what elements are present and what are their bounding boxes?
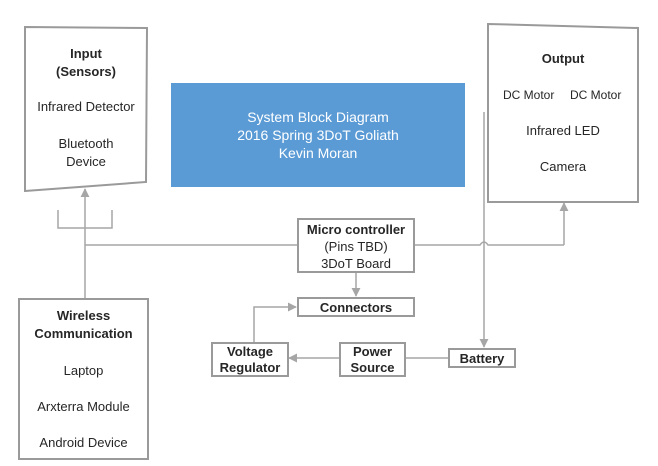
wireless-title-1: Wireless (56, 308, 111, 323)
power-line-1: Power (352, 344, 392, 359)
input-item-device: Device (66, 154, 106, 169)
wireless-item-laptop: Laptop (63, 363, 104, 378)
voltage-regulator-box: Voltage Regulator (211, 342, 289, 377)
battery-box: Battery (448, 348, 516, 368)
input-box-outline (24, 26, 148, 192)
connectors-label: Connectors (319, 300, 393, 315)
output-title: Output (541, 51, 585, 66)
output-infrared-led: Infrared LED (526, 123, 600, 138)
micro-pins: (Pins TBD) (324, 239, 388, 254)
output-box-outline (487, 23, 639, 203)
regulator-to-connectors-arrow (253, 302, 297, 342)
power-source-box: Power Source (339, 342, 406, 377)
output-motor-right: DC Motor (570, 88, 622, 102)
battery-label: Battery (459, 351, 505, 366)
micro-title: Micro controller (306, 222, 406, 237)
connectors-box: Connectors (297, 297, 415, 317)
title-block: System Block Diagram 2016 Spring 3DoT Go… (171, 83, 465, 187)
input-sensors-box: Input (Sensors) Infrared Detector Blueto… (24, 26, 148, 192)
power-line-2: Source (350, 360, 395, 375)
output-box: Output DC Motor DC Motor Infrared LED Ca… (487, 23, 639, 203)
wireless-communication-box: Wireless Communication Laptop Arxterra M… (18, 298, 149, 460)
bus-right-line (415, 241, 564, 246)
voltage-line-2: Regulator (219, 360, 281, 375)
micro-board: 3DoT Board (321, 256, 391, 271)
title-line-1: System Block Diagram (247, 109, 389, 125)
input-bracket (57, 210, 113, 229)
input-subtitle: (Sensors) (56, 64, 116, 79)
title-line-2: 2016 Spring 3DoT Goliath (237, 127, 399, 143)
voltage-line-1: Voltage (227, 344, 273, 359)
wireless-title-2: Communication (34, 326, 133, 341)
input-title: Input (70, 46, 102, 61)
output-camera: Camera (539, 159, 587, 174)
wireless-item-android: Android Device (39, 435, 128, 450)
input-item-bluetooth: Bluetooth (58, 136, 114, 151)
micro-controller-box: Micro controller (Pins TBD) 3DoT Board (297, 218, 415, 273)
wireless-item-arxterra: Arxterra Module (37, 399, 130, 414)
output-motor-left: DC Motor (503, 88, 555, 102)
title-line-3: Kevin Moran (278, 145, 358, 161)
input-item-infrared: Infrared Detector (37, 99, 135, 114)
